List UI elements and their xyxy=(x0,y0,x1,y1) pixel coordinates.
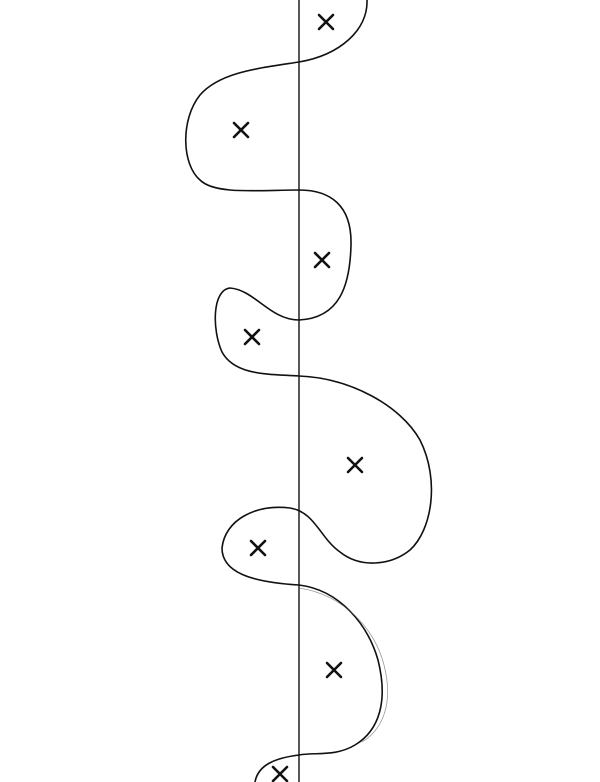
x-mark-icon xyxy=(317,13,335,31)
x-mark-icon xyxy=(325,661,343,679)
x-mark-icon xyxy=(249,539,267,557)
x-mark-icon xyxy=(232,121,250,139)
x-mark-icon xyxy=(346,456,364,474)
wavy-curve-retrace xyxy=(298,587,388,743)
x-mark-icon xyxy=(313,251,331,269)
wavy-curve xyxy=(185,0,433,782)
x-mark-icon xyxy=(271,765,289,782)
x-mark-icon xyxy=(243,328,261,346)
